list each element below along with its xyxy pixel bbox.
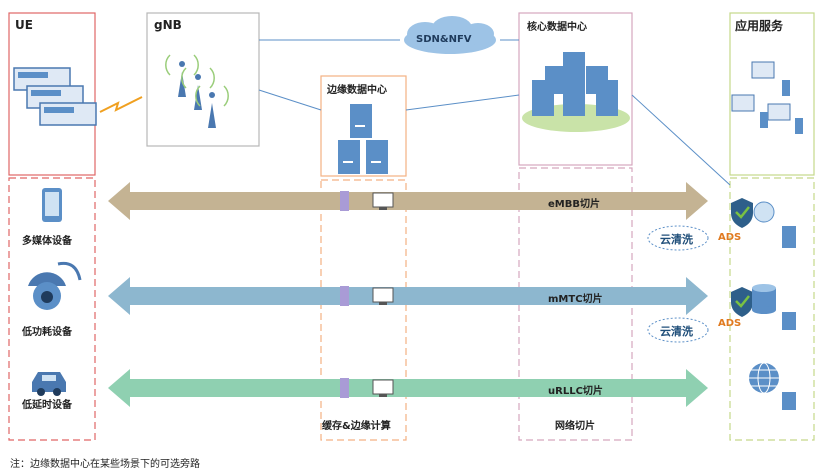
core-bottom-label: 网络切片 [555,421,595,432]
server-icon [753,201,796,410]
low-latency-device-label: 低延时设备 [22,400,72,411]
edge-dc-box [320,75,407,177]
ads-label: ADS [718,232,742,243]
globe-icon [749,362,779,394]
footnote: 注：边缘数据中心在某些场景下的可选旁路 [10,459,200,470]
edge-dc-title: 边缘数据中心 [327,85,387,96]
ads-label: ADS [718,318,742,329]
pc-icon [340,191,394,398]
core-dc-title: 核心数据中心 [527,22,587,33]
core-app-line [631,94,731,186]
camera-icon [28,261,82,310]
tablet-icon [42,188,62,222]
edge-core-line [405,94,520,111]
app-dashed-box [729,177,815,441]
gnb-box [146,12,260,147]
slice-arrow-mmtc [108,277,708,315]
ue-title: UE [15,18,33,32]
shield-check-icon [731,198,753,317]
cloud-clean-label: 云清洗 [660,233,693,246]
ue-box [8,12,96,176]
database-icon [752,284,776,314]
car-icon [32,372,66,396]
multimedia-device-label: 多媒体设备 [22,236,72,247]
core-dc-box [518,12,633,166]
slice-arrow-urllc [108,369,708,407]
ue-terminal-icon [13,67,97,126]
cloud-icon [647,225,709,343]
sdn-nfv-label: SDN&NFV [416,34,472,45]
pc-icon [731,61,803,134]
slice-label-embb: eMBB切片 [548,199,600,210]
edge-bottom-label: 缓存&边缘计算 [322,421,391,432]
low-power-device-label: 低功耗设备 [22,327,72,338]
slice-label-urllc: uRLLC切片 [548,386,603,397]
cloud-clean-label: 云清洗 [660,325,693,338]
server-icon [522,52,630,132]
server-icon [338,104,388,174]
slice-label-mmtc: mMTC切片 [548,294,603,305]
gnb-edge-line [258,89,322,111]
gnb-title: gNB [154,18,182,32]
app-box [729,12,815,176]
lightning-icon [99,96,143,113]
slice-arrow-embb [108,182,708,220]
antenna-icon [165,54,229,128]
edge-dashed-box [320,179,407,441]
cloud-icon [404,16,496,54]
app-service-title: 应用服务 [735,19,784,33]
ue-dashed-box [8,177,96,441]
